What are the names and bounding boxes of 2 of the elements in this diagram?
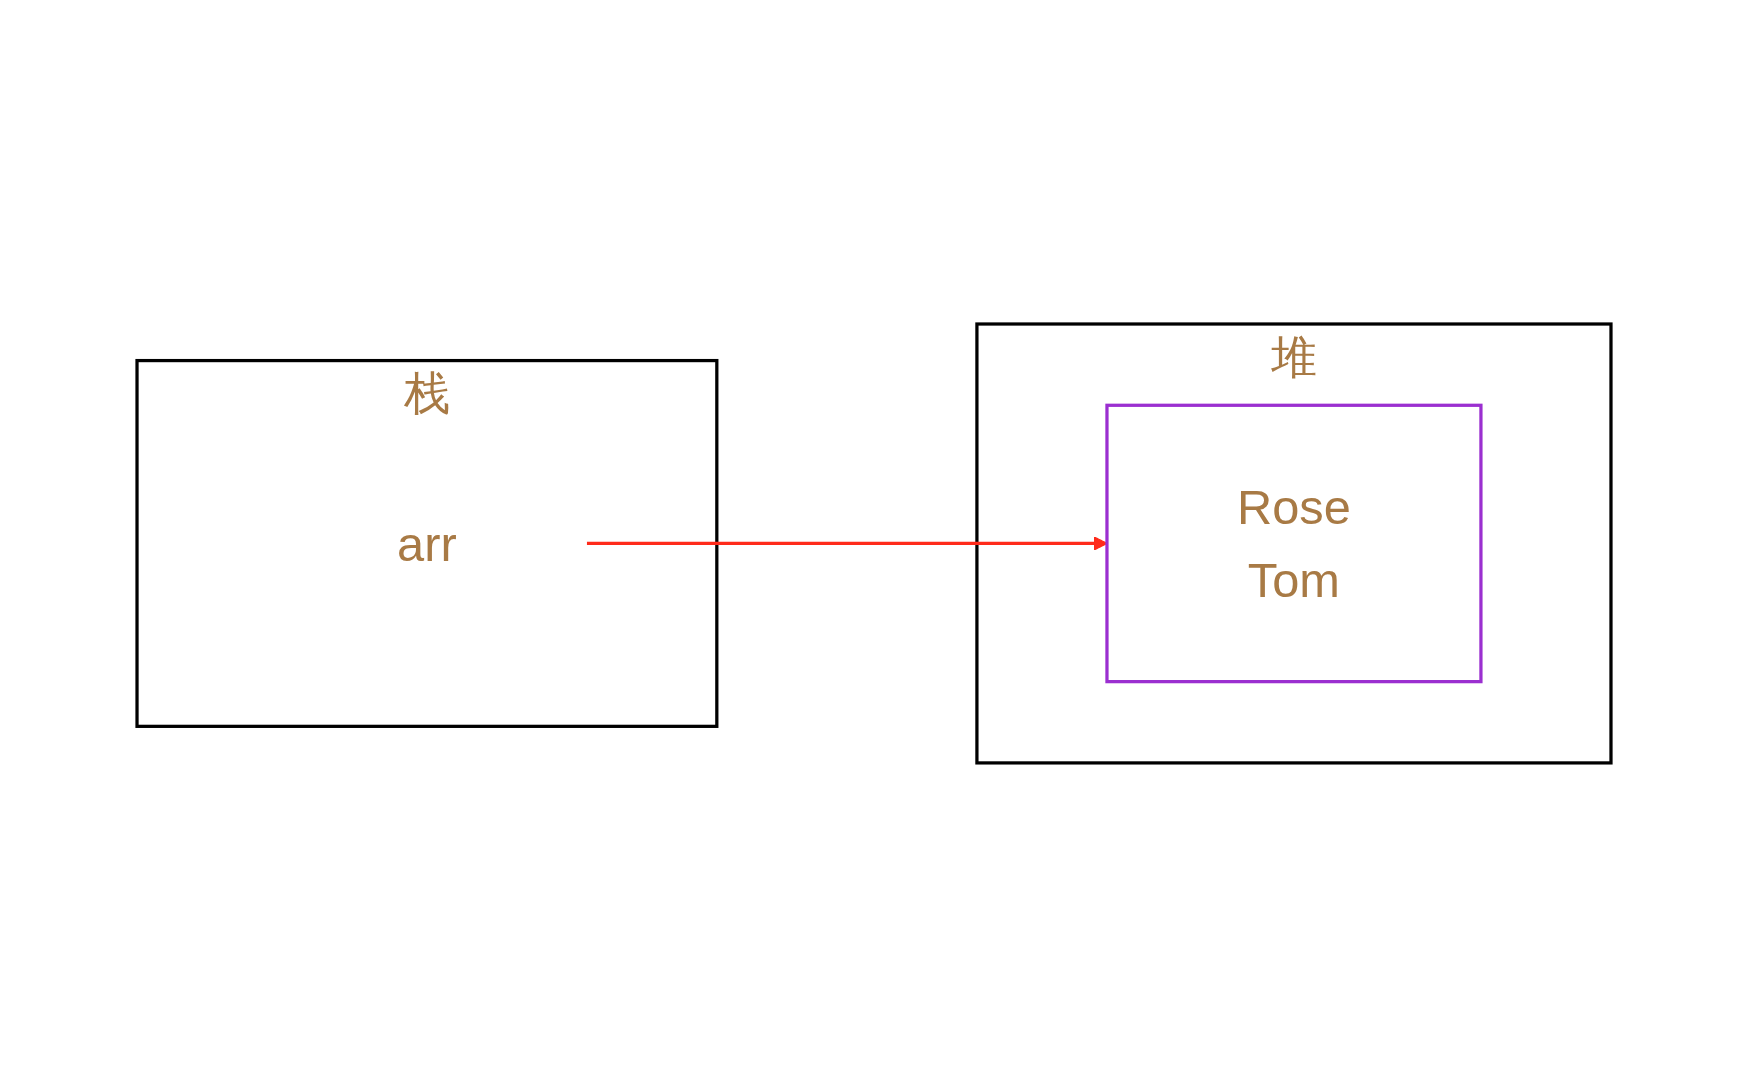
node-box: Rose Tom <box>1105 403 1483 683</box>
node-text: arr <box>397 516 457 570</box>
